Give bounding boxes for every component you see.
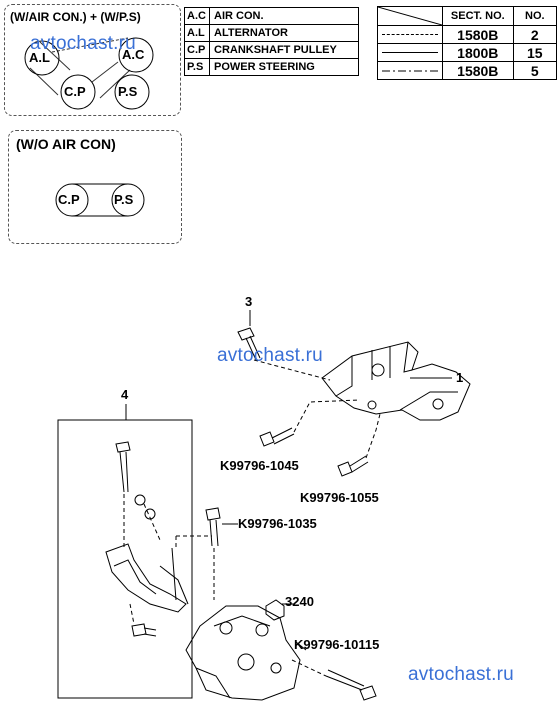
section-row: 1580B 5 xyxy=(377,61,557,80)
diagonal-header-line xyxy=(378,7,442,25)
part-number-k1045: K99796-1045 xyxy=(220,458,299,473)
belt-box-2-title: (W/O AIR CON) xyxy=(16,136,116,152)
legend-row: A.L ALTERNATOR xyxy=(184,24,359,42)
pulley-label-cp: C.P xyxy=(58,192,80,207)
pulley-cp-icon xyxy=(60,74,96,110)
pulley-ps-icon xyxy=(114,74,150,110)
watermark-top: avtochast.ru xyxy=(30,33,136,54)
section-number-table: SECT. NO. NO. 1580B 2 1800B 15 1580B 5 xyxy=(377,6,557,80)
bolt-3-icon xyxy=(237,327,261,361)
pulley-label-ac: A.C xyxy=(122,47,145,62)
legend-row: A.C AIR CON. xyxy=(184,7,359,25)
legend-desc: ALTERNATOR xyxy=(209,24,359,42)
part-4-frame xyxy=(57,419,193,699)
pulley-label-al: A.L xyxy=(29,50,50,65)
small-bolt-icon xyxy=(131,623,157,637)
part-number-k1035: K99796-1035 xyxy=(238,516,317,531)
section-table-header: SECT. NO. NO. xyxy=(377,6,557,26)
bolt-1055-icon xyxy=(337,455,369,477)
pulley-ac-icon xyxy=(118,37,154,73)
mount-bracket-1-icon xyxy=(321,341,471,421)
washer-icon xyxy=(144,508,156,520)
pulley-ps-icon xyxy=(111,183,145,217)
engine-mount-base-icon xyxy=(185,605,301,701)
legend-desc: POWER STEERING xyxy=(209,58,359,76)
pulley-label-cp: C.P xyxy=(64,84,86,99)
bolt-10115-icon xyxy=(325,669,377,701)
no-header: NO. xyxy=(512,6,557,26)
watermark-middle: avtochast.ru xyxy=(217,345,323,366)
belt-routing-box-aircon-ps xyxy=(4,4,181,116)
long-bolt-icon xyxy=(115,441,131,493)
part-number-3240: 3240 xyxy=(285,594,314,609)
pulley-label-ps: P.S xyxy=(118,84,138,99)
part-number-4: 4 xyxy=(121,387,129,402)
bolt-1035-icon xyxy=(205,507,221,547)
bolt-1045-icon xyxy=(259,427,295,447)
pulley-label-ps: P.S xyxy=(114,192,134,207)
part-number-k10115: K99796-10115 xyxy=(294,637,380,652)
belt-box-1-title: (W/AIR CON.) + (W/P.S) xyxy=(10,10,141,24)
legend-abbr: P.S xyxy=(184,58,210,76)
dash-dot-line-swatch xyxy=(377,61,443,80)
part-number-1: 1 xyxy=(456,370,464,385)
legend-row: P.S POWER STEERING xyxy=(184,58,359,76)
plug-3240-icon xyxy=(265,599,285,621)
lower-bracket-icon xyxy=(105,543,189,613)
legend-abbr: C.P xyxy=(184,41,210,59)
nut-icon xyxy=(134,494,146,506)
pulley-legend-table: A.C AIR CON. A.L ALTERNATOR C.P CRANKSHA… xyxy=(184,7,359,76)
pulley-al-icon xyxy=(24,40,60,76)
part-number-k1055: K99796-1055 xyxy=(300,490,379,505)
sect-no-cell: 1580B xyxy=(442,61,514,80)
part-number-3: 3 xyxy=(245,294,253,309)
section-row: 1580B 2 xyxy=(377,25,557,44)
belt-routing-box-no-aircon xyxy=(8,130,182,244)
legend-abbr: A.C xyxy=(184,7,210,25)
belt-1-lines xyxy=(29,37,131,99)
no-cell: 5 xyxy=(512,61,557,80)
pulley-cp-icon xyxy=(55,183,89,217)
watermark-bottom: avtochast.ru xyxy=(408,664,514,685)
sect-no-cell: 1580B xyxy=(442,25,514,44)
line-type-header xyxy=(377,6,443,26)
